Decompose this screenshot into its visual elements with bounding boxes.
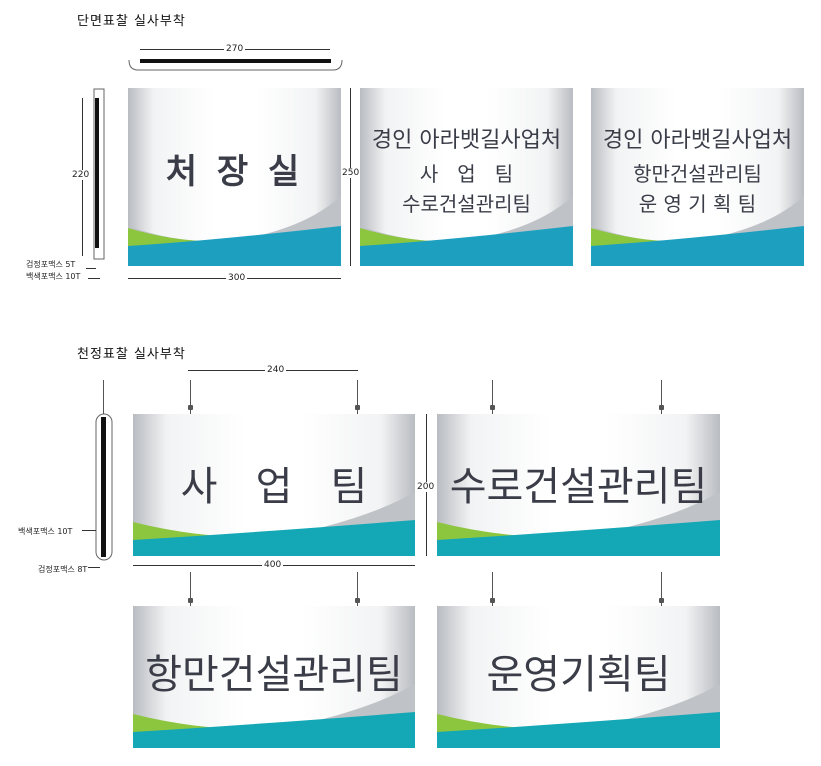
sign-wave-graphic	[128, 196, 341, 266]
hanging-rod	[190, 380, 191, 414]
sign-text-line: 수로건설관리팀	[402, 192, 531, 216]
wall-sign-height-label: 250	[342, 168, 360, 178]
sign-wave-graphic	[133, 684, 415, 748]
ceiling-sign: 수로건설관리팀	[437, 414, 720, 556]
sign-wave-graphic	[133, 492, 415, 556]
sign-text-line: 항만건설관리팀	[145, 652, 403, 698]
wall-sign: 경인 아라뱃길사업처 항만건설관리팀 운 영 기 획 팀	[591, 88, 804, 266]
wall-material-white: 백색포맥스 10T	[26, 272, 81, 281]
wall-sign-width-label: 300	[226, 273, 248, 283]
sign-text-line: 운영기획팀	[486, 652, 671, 698]
hanging-rod	[661, 572, 662, 606]
sign-text-line: 처 장 실	[165, 152, 304, 192]
ceiling-material-white: 백색포맥스 10T	[18, 527, 73, 536]
wall-sign: 경인 아라뱃길사업처 사 업 팀 수로건설관리팀	[360, 88, 573, 266]
sign-wave-graphic	[437, 492, 720, 556]
wall-material-pointer-1	[86, 268, 96, 269]
sign-text-line: 경인 아라뱃길사업처	[371, 128, 562, 153]
ceiling-width-label: 400	[262, 560, 284, 570]
rod-cap	[659, 405, 664, 410]
sign-text-line: 운 영 기 획 팀	[638, 192, 757, 216]
wall-side-height-label: 220	[72, 170, 90, 180]
hanging-rod	[492, 380, 493, 414]
rod-cap	[659, 598, 664, 603]
hanging-rod	[357, 380, 358, 414]
ceiling-height-label: 200	[417, 482, 435, 492]
sign-text-line: 항만건설관리팀	[633, 162, 762, 186]
hanging-rod	[357, 572, 358, 606]
ceiling-sign: 운영기획팀	[437, 606, 720, 748]
sign-wave-graphic	[360, 196, 573, 266]
sign-wave-graphic	[591, 196, 804, 266]
sign-text-line: 사 업 팀	[180, 464, 368, 510]
ceiling-side-rod	[103, 380, 104, 414]
ceiling-section-title: 천정표찰 실사부착	[77, 347, 186, 362]
hanging-rod	[190, 572, 191, 606]
sign-text-line: 사 업 팀	[419, 162, 514, 186]
ceiling-material-pointer-2	[88, 567, 100, 568]
wall-side-view	[93, 88, 105, 260]
ceiling-side-view	[95, 413, 113, 561]
wall-top-view	[128, 56, 343, 72]
sign-text-line: 수로건설관리팀	[449, 464, 708, 510]
wall-sign: 처 장 실	[128, 88, 341, 266]
rod-cap	[188, 405, 193, 410]
ceiling-material-pointer-1	[82, 530, 96, 531]
hanging-rod	[661, 380, 662, 414]
rod-cap	[490, 405, 495, 410]
ceiling-material-black: 검정포맥스 8T	[38, 565, 88, 574]
wall-material-black: 검정포맥스 5T	[26, 260, 76, 269]
wall-top-width-label: 270	[224, 44, 246, 54]
ceiling-sign: 항만건설관리팀	[133, 606, 415, 748]
wall-section-title: 단면표찰 실사부착	[77, 14, 186, 29]
sign-text-line: 경인 아라뱃길사업처	[602, 128, 793, 153]
hanging-rod	[492, 572, 493, 606]
wall-material-pointer-2	[88, 278, 100, 279]
rod-cap	[188, 598, 193, 603]
rod-spacing-label: 240	[265, 365, 287, 375]
rod-cap	[490, 598, 495, 603]
rod-cap	[355, 405, 360, 410]
rod-cap	[355, 598, 360, 603]
sign-wave-graphic	[437, 684, 720, 748]
ceiling-sign: 사 업 팀	[133, 414, 415, 556]
